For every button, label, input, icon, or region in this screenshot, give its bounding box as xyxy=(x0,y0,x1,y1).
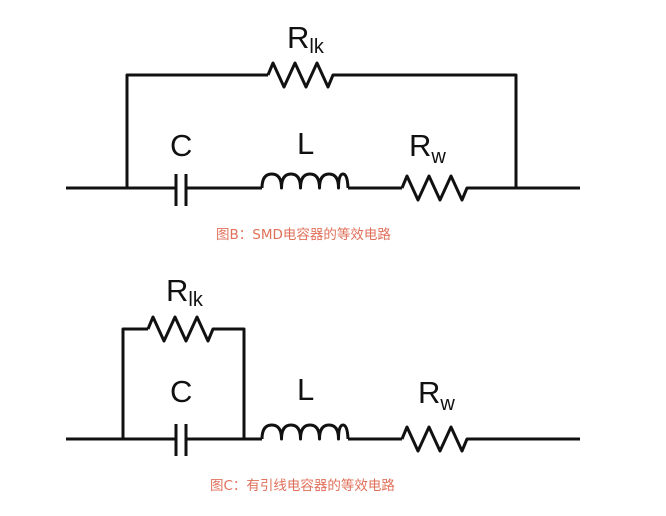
caption-c: 图C：有引线电容器的等效电路 xyxy=(210,477,395,494)
label-rlk-c-main: R xyxy=(166,273,188,308)
resistor-rw-c xyxy=(400,425,470,453)
resistor-rlk-b xyxy=(266,61,338,89)
resistor-rw-b xyxy=(400,174,470,202)
label-rlk-b-sub: lk xyxy=(309,36,324,58)
label-rw-b-sub: w xyxy=(430,146,446,168)
label-rlk-c: Rlk xyxy=(166,273,204,311)
label-c-c: C xyxy=(170,374,192,409)
wires-b xyxy=(66,73,580,190)
label-l-c: L xyxy=(297,372,314,407)
label-rlk-b: Rlk xyxy=(287,20,325,58)
label-l-b: L xyxy=(297,126,314,161)
wire-b-bypass-right xyxy=(338,73,518,188)
wire-b-bypass-left xyxy=(125,73,268,188)
wire-c-bypass-right xyxy=(218,327,246,439)
capacitor-c xyxy=(174,424,188,456)
resistor-rlk-c xyxy=(146,315,218,343)
caption-b: 图B：SMD电容器的等效电路 xyxy=(216,226,391,243)
label-rw-c-main: R xyxy=(418,375,440,410)
capacitor-b xyxy=(174,174,188,206)
label-rw-c-sub: w xyxy=(439,393,455,415)
diagram-b: Rlk C L Rw 图B：SMD电容器的等效电路 xyxy=(66,20,580,243)
label-c-b: C xyxy=(170,128,192,163)
label-rw-c: Rw xyxy=(418,375,455,415)
inductor-b xyxy=(260,172,350,190)
label-rw-b-main: R xyxy=(409,128,431,163)
inductor-c xyxy=(260,423,350,441)
diagram-c: Rlk C L Rw 图C：有引线电容器的等效电路 xyxy=(66,273,580,494)
label-rlk-c-sub: lk xyxy=(188,289,203,311)
wire-c-bypass-left xyxy=(121,327,148,439)
label-rw-b: Rw xyxy=(409,128,446,168)
label-rlk-b-main: R xyxy=(287,20,309,55)
wires-c xyxy=(66,327,580,441)
